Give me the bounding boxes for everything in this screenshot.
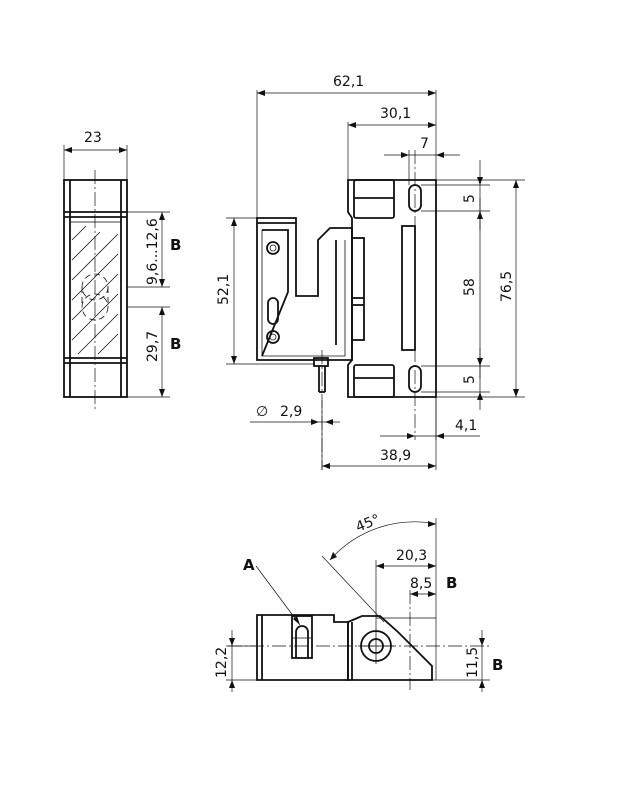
front-right-plate [347,179,437,398]
window-area [69,221,122,359]
diameter-symbol: ∅ [256,404,268,420]
dim-pin-diameter: 2,9 [280,404,302,420]
dim-right-width: 38,9 [380,448,411,464]
top-left-block [256,614,349,681]
front-hole-top [266,241,280,255]
dim-clamp-range: 9,6...12,6 [145,218,161,285]
lower-pad [353,364,395,398]
front-hole-bottom [266,330,280,344]
dim-offset-29-7: 29,7 [145,331,161,362]
dim-lever-width: 20,3 [396,548,427,564]
dim-small-offset: 4,1 [455,418,477,434]
marker-b-top: B [446,574,457,592]
marker-a: A [243,556,255,574]
top-hinge [347,615,433,681]
dim-width-23: 23 [84,130,102,146]
dim-lever-offset: 8,5 [410,576,432,592]
dim-angle: 45° [354,512,383,536]
dim-total-height: 76,5 [499,271,515,302]
top-view: 45° A 20,3 8,5 B 12,2 11,5 B [214,512,503,692]
front-slot [267,297,279,325]
front-view: 62,1 30,1 7 5 5 58 76,5 [216,74,525,470]
vertical-slot [401,225,416,351]
side-view-outline [63,179,128,398]
marker-b-lower-left: B [170,335,181,353]
dim-slot-offset: 7 [420,136,429,152]
dim-total-width: 62,1 [333,74,364,90]
upper-pad [353,179,395,219]
dim-half-width: 30,1 [380,106,411,122]
dim-slot-distance: 58 [462,278,478,296]
front-left-body [256,217,353,361]
dim-body-height: 52,1 [216,274,232,305]
marker-b-upper-left: B [170,236,181,254]
marker-b-bottom: B [492,656,503,674]
pin-head [313,357,329,367]
dim-slot-lower: 5 [462,375,478,384]
dim-slot-upper: 5 [462,194,478,203]
hinge-block [351,237,365,341]
dim-hinge-height-left: 12,2 [214,647,230,678]
top-slot [291,615,313,659]
side-view: 23 9,6...12,6 29,7 B B [63,130,181,410]
dim-hinge-height-right: 11,5 [465,647,481,678]
